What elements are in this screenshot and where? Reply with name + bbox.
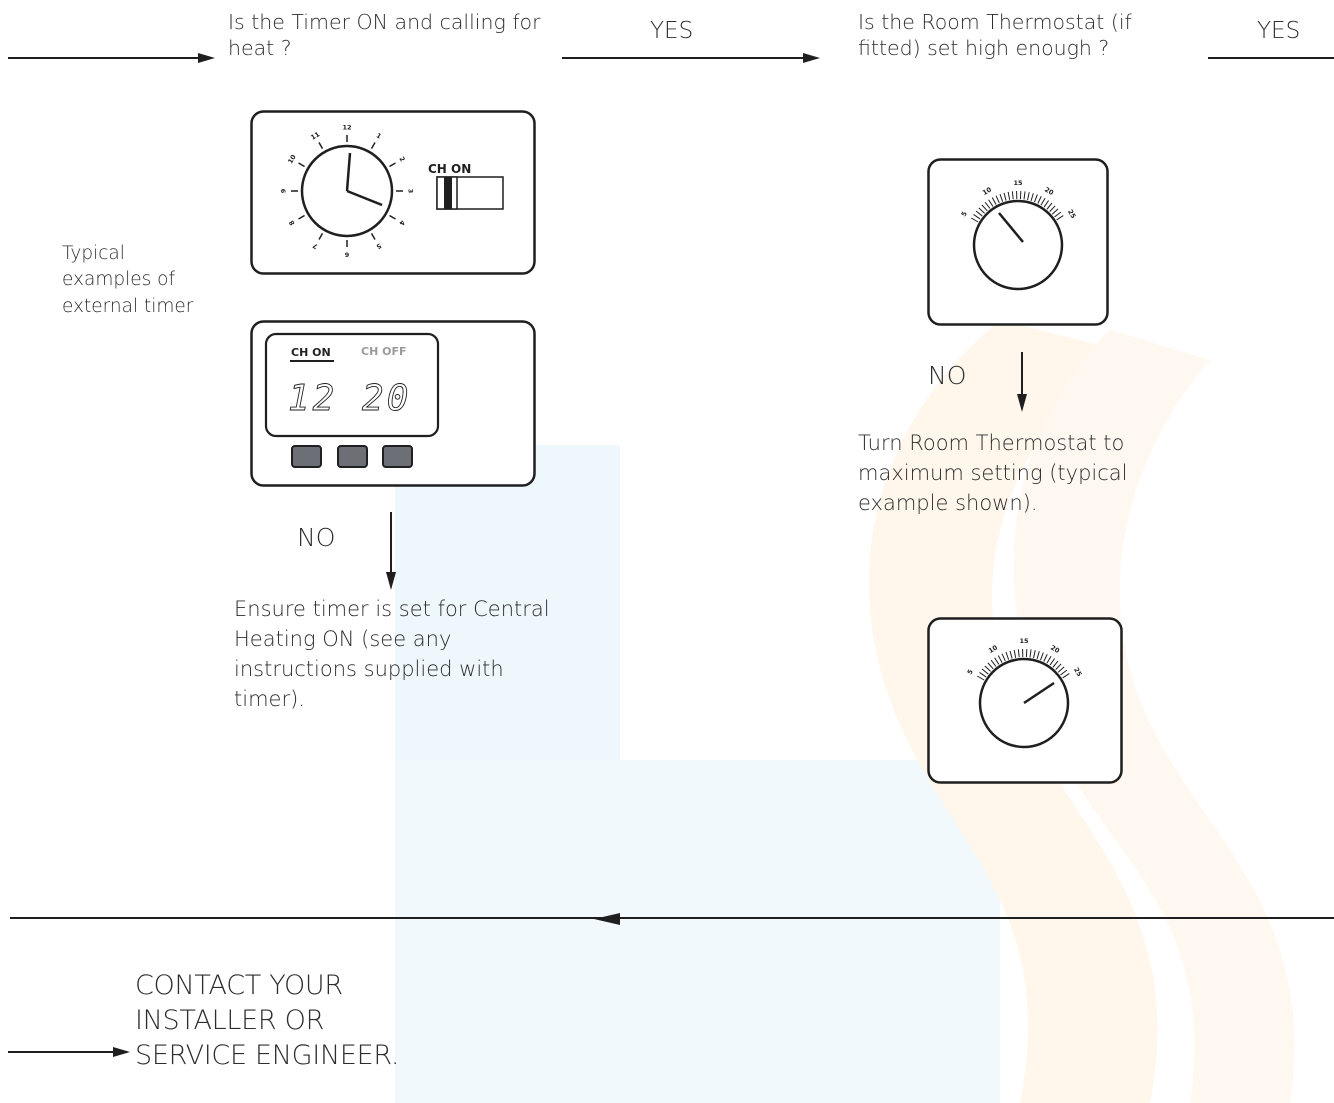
arrow-no-thermostat-head — [1017, 394, 1027, 412]
arrow-contact-head — [113, 1047, 130, 1057]
clock-number: 3 — [407, 189, 415, 194]
dial-scale-label: 15 — [1013, 179, 1023, 187]
lcd-time-display: 12 20 — [288, 378, 411, 419]
lcd-tab-ch-on: CH ON — [291, 346, 331, 359]
switch-label: CH ON — [428, 162, 471, 176]
timer-button-3[interactable] — [383, 446, 412, 467]
dial-scale-label: 15 — [1019, 637, 1029, 645]
clock-number: 6 — [344, 251, 349, 259]
thermostat-knob[interactable] — [974, 201, 1062, 289]
side-note-timer-examples: Typical examples of external timer — [62, 241, 212, 320]
contact-installer: CONTACT YOUR INSTALLER OR SERVICE ENGINE… — [135, 968, 435, 1073]
lcd-tab-ch-off: CH OFF — [361, 345, 407, 358]
digital-timer-panel: CH ON CH OFF 12 20 — [250, 320, 536, 487]
yes-label-1: YES — [650, 17, 693, 46]
timer-button-1[interactable] — [292, 446, 321, 467]
action-thermostat: Turn Room Thermostat to maximum setting … — [858, 428, 1158, 518]
clock-number: 12 — [342, 124, 351, 132]
timer-button-2[interactable] — [338, 446, 367, 467]
arrow-entry-head — [198, 53, 215, 63]
yes-label-2: YES — [1257, 17, 1300, 46]
arrow-yes-1-head — [803, 53, 820, 63]
no-label-timer: NO — [297, 522, 335, 553]
no-label-thermostat: NO — [928, 360, 966, 391]
action-timer: Ensure timer is set for Central Heating … — [234, 594, 554, 714]
question-timer: Is the Timer ON and calling for heat ? — [228, 10, 568, 61]
return-arrow-head — [594, 913, 620, 925]
clock-number: 9 — [280, 188, 288, 193]
question-thermostat: Is the Room Thermostat (if fitted) set h… — [858, 10, 1158, 61]
arrow-no-timer-head — [386, 572, 396, 590]
